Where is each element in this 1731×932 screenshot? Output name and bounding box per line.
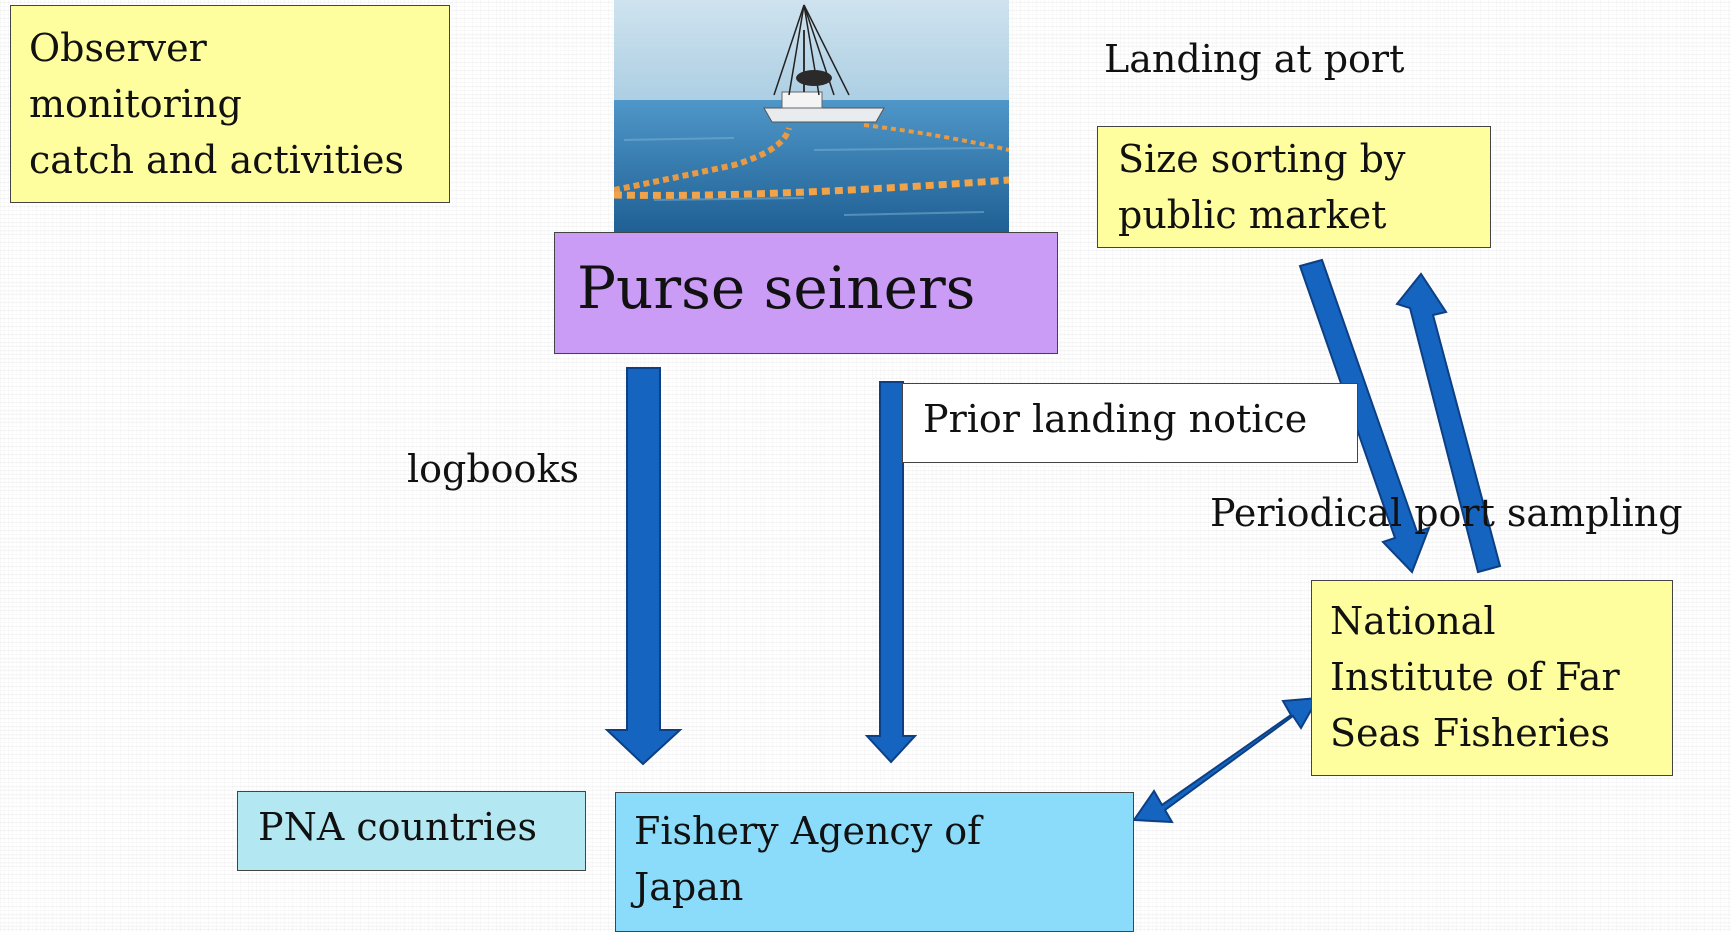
- logbooks-label: logbooks: [407, 447, 579, 491]
- purse-seiners-box: Purse seiners: [554, 232, 1058, 354]
- institute-to-sorting-arrow: [1395, 272, 1502, 574]
- nrifsf-box: National Institute of Far Seas Fisheries: [1311, 580, 1673, 776]
- size-sorting-box: Size sorting by public market: [1097, 126, 1491, 248]
- observer-monitoring-box: Observer monitoring catch and activities: [10, 5, 450, 203]
- periodical-port-sampling-label: Periodical port sampling: [1210, 491, 1683, 535]
- pna-countries-box: PNA countries: [237, 791, 586, 871]
- prior-landing-notice-box: Prior landing notice: [902, 383, 1358, 463]
- logbooks-arrow: [604, 367, 683, 766]
- purse-seine-vessel-photo: [614, 0, 1009, 234]
- fishery-agency-box: Fishery Agency of Japan: [615, 792, 1134, 932]
- landing-at-port-label: Landing at port: [1104, 37, 1405, 81]
- sorting-to-institute-arrow: [1298, 258, 1431, 574]
- agency-institute-double-arrow: [1132, 696, 1320, 824]
